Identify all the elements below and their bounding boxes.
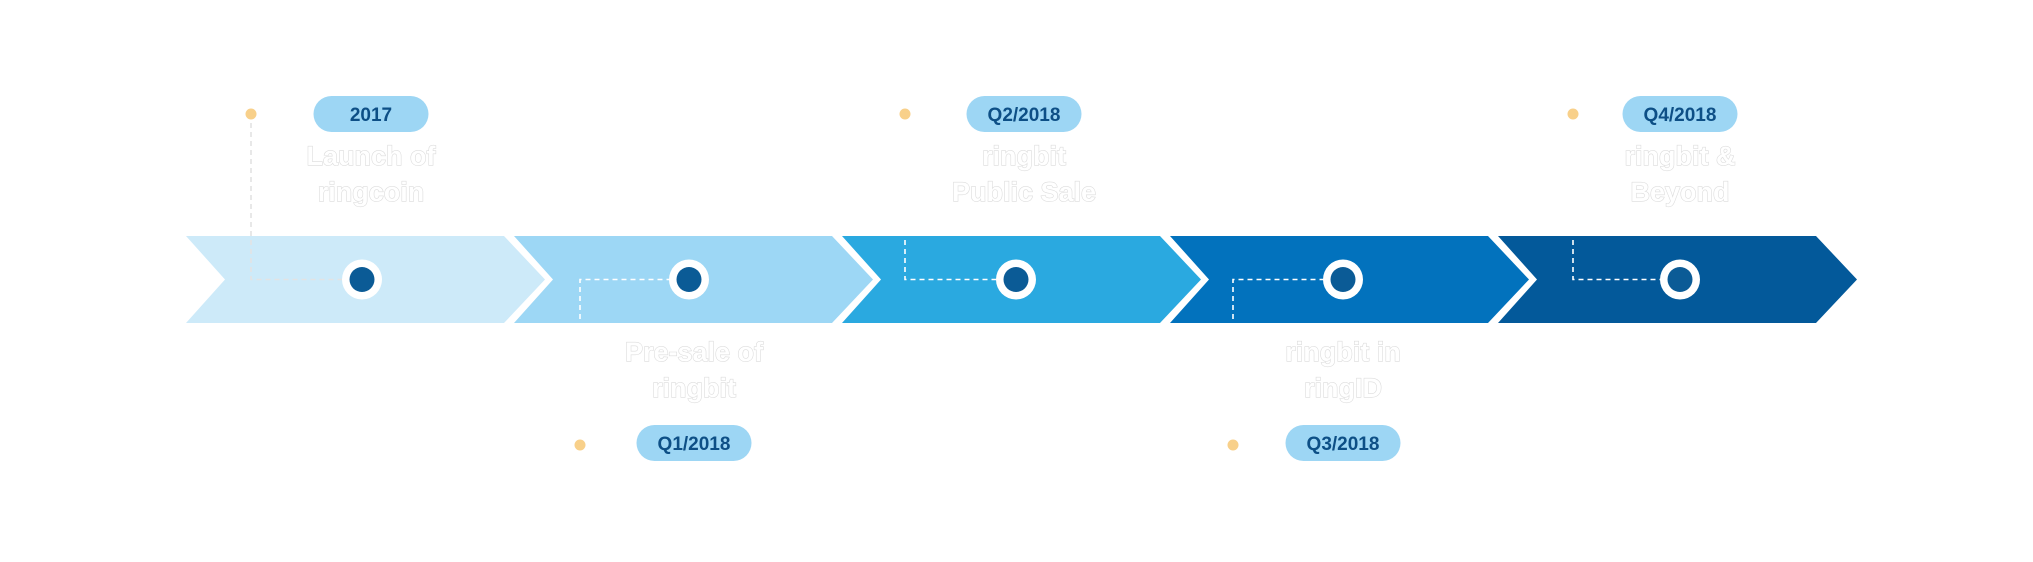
milestone-title-line2: Beyond — [1630, 177, 1729, 207]
date-label: Q3/2018 — [1307, 434, 1380, 455]
date-pill-1: 2017 — [313, 96, 429, 132]
date-label: Q1/2018 — [658, 434, 731, 455]
date-pill-background — [636, 425, 752, 461]
date-pill-background — [966, 96, 1082, 132]
milestone-title-line2: ringID — [1304, 373, 1382, 403]
milestone-title-line1: ringbit in — [1285, 337, 1400, 367]
connector-line-3 — [904, 114, 1016, 281]
connector-dot-4 — [1227, 439, 1239, 451]
date-pill-background — [1622, 96, 1738, 132]
milestone-title-line1: Launch of — [307, 141, 437, 171]
date-pill-2: Q1/2018 — [636, 425, 752, 461]
milestone-title-line1: ringbit — [982, 141, 1066, 171]
milestone-title-line1: Pre-sale of — [625, 337, 764, 367]
connector-dot-2 — [574, 439, 586, 451]
date-label: Q2/2018 — [988, 105, 1061, 126]
milestone-marker-center-4 — [1330, 267, 1356, 292]
date-pill-4: Q3/2018 — [1285, 425, 1401, 461]
connector-line-4 — [1232, 278, 1343, 445]
connector-dot-1 — [245, 108, 257, 120]
date-label: Q4/2018 — [1644, 105, 1717, 126]
date-pill-3: Q2/2018 — [966, 96, 1082, 132]
connector-line-5 — [1572, 114, 1680, 281]
milestone-marker-center-1 — [349, 267, 375, 292]
milestone-marker-center-3 — [1003, 267, 1029, 292]
date-pill-background — [1285, 425, 1401, 461]
connector-dot-5 — [1567, 108, 1579, 120]
markers — [342, 259, 1700, 300]
date-pill-background — [313, 96, 429, 132]
milestone-marker-center-5 — [1667, 267, 1693, 292]
milestone-marker-center-2 — [676, 267, 702, 292]
milestone-title-line2: Public Sale — [952, 177, 1096, 207]
date-label: 2017 — [350, 105, 392, 126]
milestone-title-line2: ringcoin — [318, 177, 425, 207]
connectors — [245, 108, 1680, 451]
date-pill-5: Q4/2018 — [1622, 96, 1738, 132]
milestone-title-line1: ringbit & — [1625, 141, 1736, 171]
milestone-title-line2: ringbit — [652, 373, 736, 403]
connector-dot-3 — [899, 108, 911, 120]
connector-line-2 — [579, 278, 689, 445]
connector-line-1 — [250, 114, 362, 281]
